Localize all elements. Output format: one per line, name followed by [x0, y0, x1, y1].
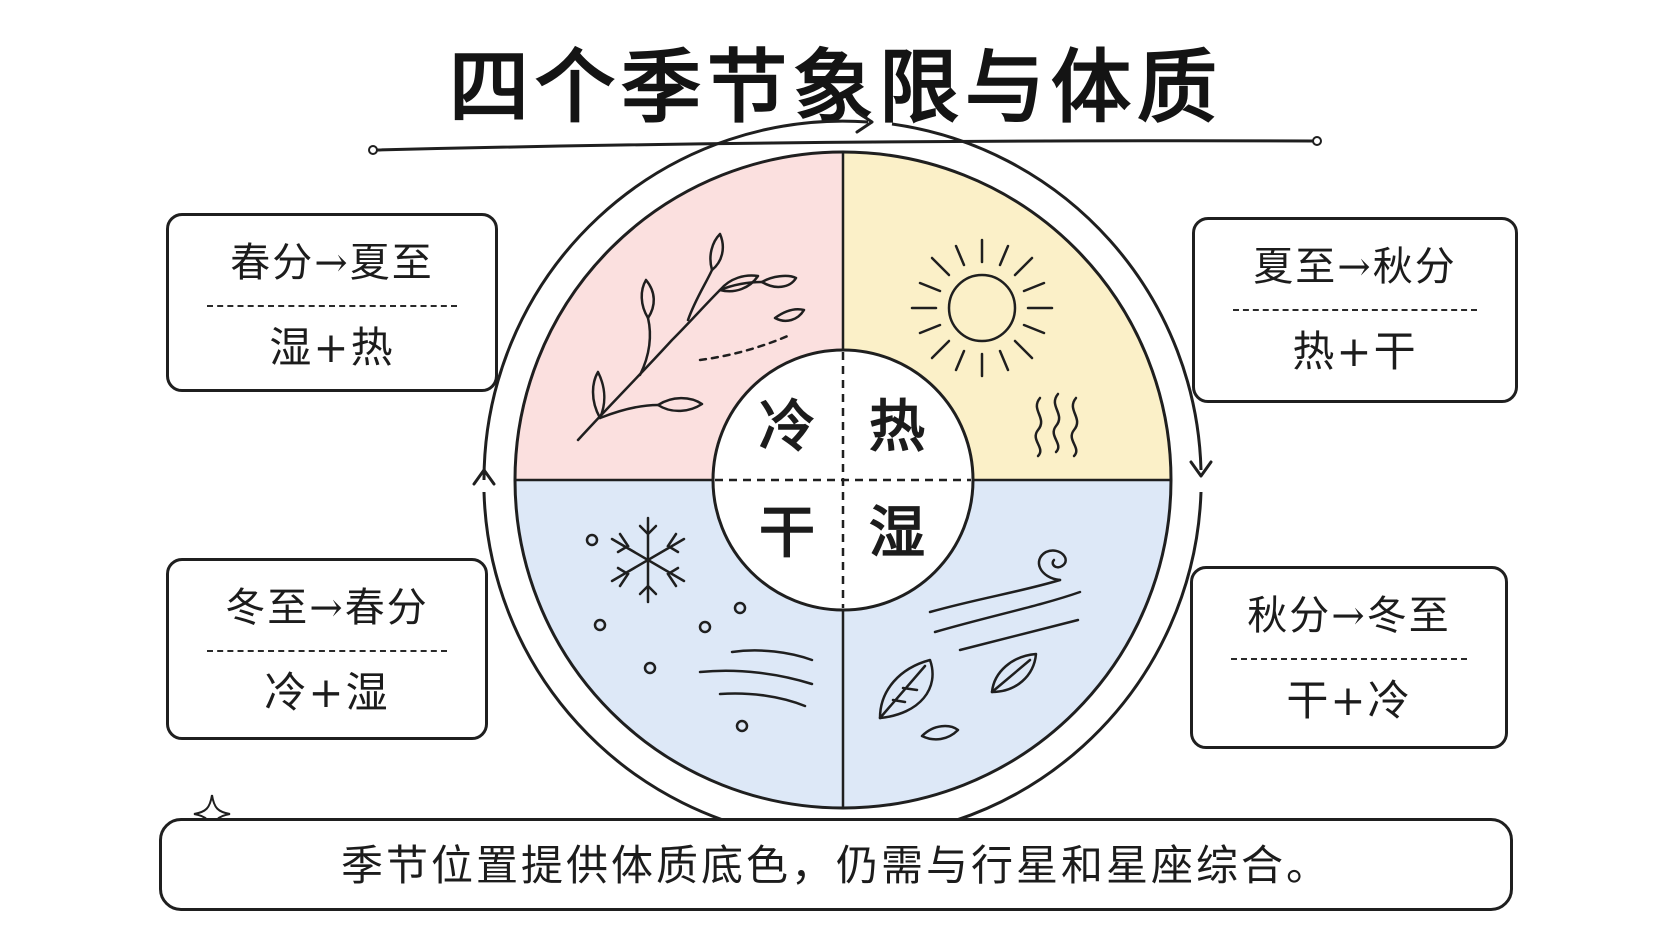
note-box: 季节位置提供体质底色，仍需与行星和星座综合。 — [159, 818, 1513, 911]
snowflake-icon — [585, 516, 814, 733]
season-box-winter: 冬至→春分 冷+湿 — [166, 558, 488, 740]
center-word-dry: 干 — [759, 500, 815, 566]
dashed-divider — [1231, 658, 1467, 660]
season-quality: 干+冷 — [1286, 676, 1412, 725]
cycle-arrowhead-top — [855, 110, 874, 134]
season-range: 夏至→秋分 — [1253, 244, 1457, 290]
season-range: 秋分→冬至 — [1247, 593, 1451, 639]
sprouting-branch-icon — [576, 232, 806, 442]
note-text: 季节位置提供体质底色，仍需与行星和星座综合。 — [340, 841, 1331, 890]
cycle-arrowhead-right — [1189, 460, 1213, 478]
title-underline — [374, 139, 1315, 152]
page-title: 四个季节象限与体质 — [449, 41, 1223, 134]
season-quality: 湿+热 — [269, 323, 395, 372]
season-box-spring: 春分→夏至 湿+热 — [166, 213, 498, 392]
center-word-cold: 冷 — [759, 394, 815, 460]
dashed-divider — [1233, 309, 1477, 311]
season-box-autumn: 秋分→冬至 干+冷 — [1190, 566, 1508, 749]
center-word-moist: 湿 — [869, 500, 925, 566]
cycle-ring-top — [482, 119, 869, 481]
center-word-hot: 热 — [869, 394, 925, 460]
dashed-divider — [207, 650, 447, 652]
cycle-ring-right — [891, 122, 1203, 471]
dashed-divider — [207, 305, 457, 307]
season-range: 春分→夏至 — [230, 240, 434, 286]
heat-waves-icon — [1034, 392, 1079, 458]
title-underline-dot-left — [368, 145, 378, 155]
season-box-summer: 夏至→秋分 热+干 — [1192, 217, 1518, 403]
title-underline-dot-right — [1312, 136, 1322, 146]
season-quality: 冷+湿 — [264, 668, 390, 717]
sun-icon — [910, 238, 1054, 378]
wind-leaves-icon — [878, 549, 1082, 741]
cycle-arrowhead-left — [472, 468, 496, 486]
season-quality: 热+干 — [1292, 327, 1418, 376]
season-range: 冬至→春分 — [225, 585, 429, 631]
